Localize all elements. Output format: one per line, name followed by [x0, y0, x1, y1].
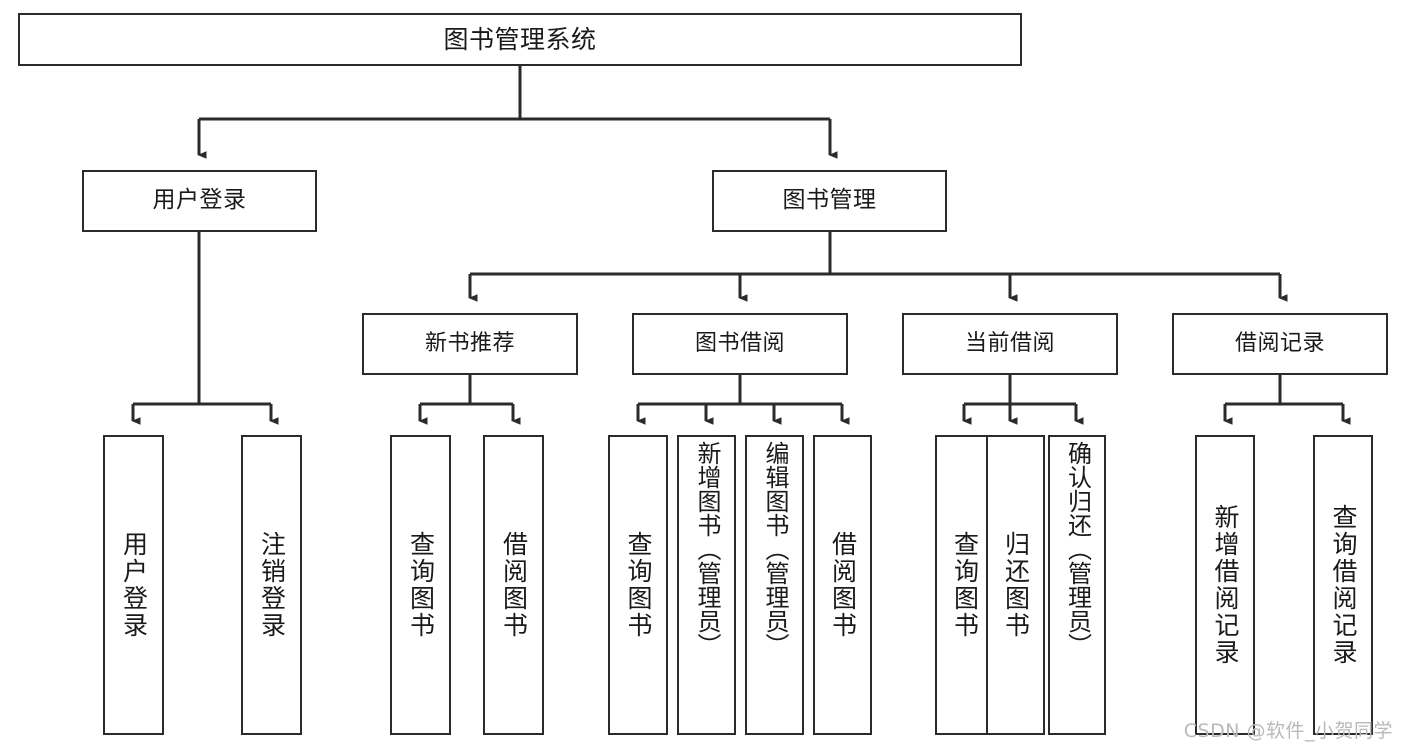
leaf-query-book-borrow[interactable]: 查询图书: [608, 435, 668, 735]
leaf-query-borrow-record[interactable]: 查询借阅记录: [1313, 435, 1373, 735]
node-label: 借阅图书: [499, 531, 529, 639]
node-current-borrow[interactable]: 当前借阅: [902, 313, 1118, 375]
node-label: 用户登录: [152, 187, 247, 214]
node-root-system[interactable]: 图书管理系统: [18, 13, 1022, 66]
leaf-add-book-admin[interactable]: 新增图书（管理员）: [677, 435, 736, 735]
watermark: CSDN @软件_小贺同学: [1183, 720, 1393, 742]
node-label: 当前借阅: [964, 331, 1055, 357]
leaf-return-book[interactable]: 归还图书: [986, 435, 1045, 735]
node-label: 归还图书: [1001, 531, 1031, 639]
node-book-borrow[interactable]: 图书借阅: [632, 313, 848, 375]
node-label: 确认归还（管理员）: [1063, 441, 1092, 657]
leaf-confirm-return-admin[interactable]: 确认归还（管理员）: [1048, 435, 1106, 735]
node-label: 新增借阅记录: [1211, 504, 1240, 666]
node-label: 新增图书（管理员）: [692, 441, 721, 657]
node-book-management[interactable]: 图书管理: [712, 170, 947, 232]
leaf-query-book-recommend[interactable]: 查询图书: [390, 435, 451, 735]
node-label: 查询图书: [950, 531, 980, 639]
leaf-user-login[interactable]: 用户登录: [103, 435, 164, 735]
node-new-book-recommend[interactable]: 新书推荐: [362, 313, 578, 375]
node-label: 借阅记录: [1234, 331, 1325, 357]
node-borrow-records[interactable]: 借阅记录: [1172, 313, 1388, 375]
node-label: 用户登录: [119, 531, 149, 639]
node-label: 图书借阅: [694, 331, 785, 357]
node-label: 新书推荐: [424, 331, 515, 357]
node-label: 查询图书: [406, 531, 436, 639]
leaf-edit-book-admin[interactable]: 编辑图书（管理员）: [745, 435, 804, 735]
node-label: 查询借阅记录: [1329, 504, 1358, 666]
node-label: 借阅图书: [828, 531, 858, 639]
leaf-add-borrow-record[interactable]: 新增借阅记录: [1195, 435, 1255, 735]
node-label: 注销登录: [257, 531, 287, 639]
leaf-borrow-book[interactable]: 借阅图书: [813, 435, 872, 735]
node-label: 编辑图书（管理员）: [760, 441, 789, 657]
leaf-borrow-book-recommend[interactable]: 借阅图书: [483, 435, 544, 735]
node-label: 查询图书: [624, 531, 653, 639]
node-label: 图书管理: [782, 187, 877, 214]
node-label: 图书管理系统: [443, 24, 597, 54]
node-user-login[interactable]: 用户登录: [82, 170, 317, 232]
leaf-logout[interactable]: 注销登录: [241, 435, 302, 735]
